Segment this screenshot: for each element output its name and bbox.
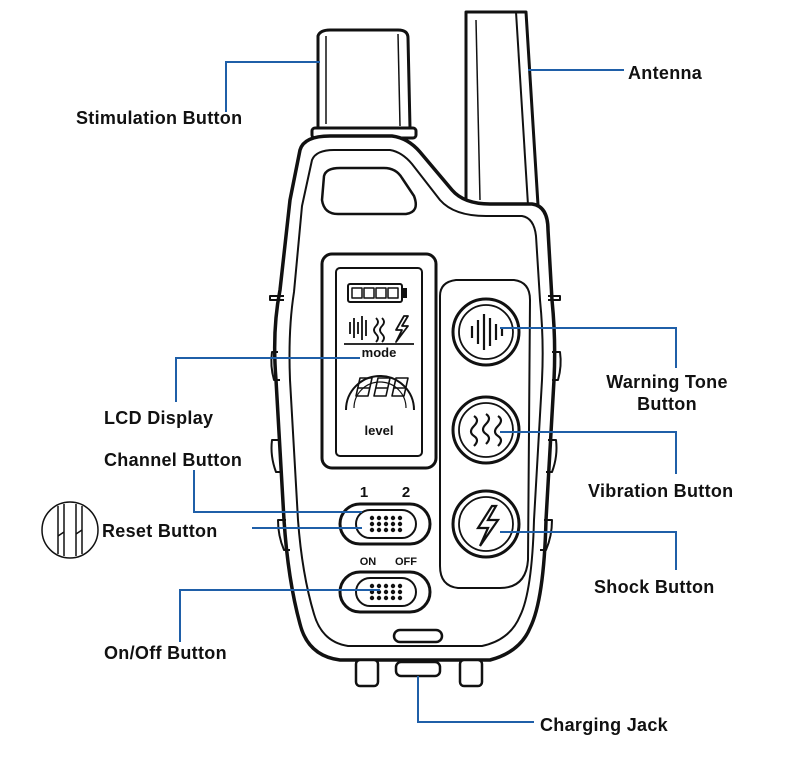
reset-button-label: Reset Button (102, 521, 218, 541)
lcd-mode-icons (344, 315, 414, 345)
leader-charging (417, 676, 534, 723)
vibration-icon (469, 413, 503, 447)
switch-off-label: OFF (395, 556, 417, 568)
charging-jack-label: Charging Jack (540, 715, 668, 735)
shock-button-label: Shock Button (594, 577, 715, 597)
lcd-display-label: LCD Display (104, 408, 214, 428)
lcd-level-text: level (365, 423, 394, 438)
switch-on-label: ON (360, 556, 377, 568)
battery-icon (347, 283, 407, 303)
warning-tone-label-line2: Button (637, 394, 697, 414)
vibration-button[interactable] (451, 395, 521, 465)
power-switch-grip (369, 583, 403, 601)
reset-button-inset (41, 501, 99, 559)
channel-2-label: 2 (402, 484, 410, 501)
leader-onoff (179, 589, 380, 642)
channel-1-label: 1 (360, 484, 368, 501)
antenna-label: Antenna (628, 63, 703, 83)
leader-lines (175, 61, 677, 723)
lcd-level-gauge (345, 375, 415, 411)
warning-tone-label-line1: Warning Tone (606, 372, 728, 392)
lcd-display: mode level (320, 252, 438, 470)
antenna (464, 10, 540, 207)
vibration-button-label: Vibration Button (588, 481, 734, 501)
warning-tone-button[interactable] (451, 297, 521, 367)
leader-warning (500, 327, 677, 368)
channel-button-label: Channel Button (104, 450, 243, 470)
stimulation-button-cap[interactable] (310, 28, 418, 140)
warning-tone-button-label: Warning Tone Button (584, 371, 750, 415)
on-off-button-label: On/Off Button (104, 643, 227, 663)
shock-bolt-icon (475, 504, 501, 547)
lcd-mode-text: mode (362, 345, 397, 360)
leader-vibration (500, 431, 677, 474)
channel-switch-grip (369, 515, 403, 533)
leader-shock (500, 531, 677, 570)
warning-tone-icon (470, 314, 504, 350)
leader-lcd (175, 357, 360, 402)
shock-button[interactable] (451, 489, 521, 559)
leader-stimulation (225, 61, 320, 112)
stimulation-button-label: Stimulation Button (76, 108, 243, 128)
leader-channel (193, 470, 362, 513)
power-switch[interactable] (338, 570, 432, 614)
channel-switch[interactable] (338, 502, 432, 546)
